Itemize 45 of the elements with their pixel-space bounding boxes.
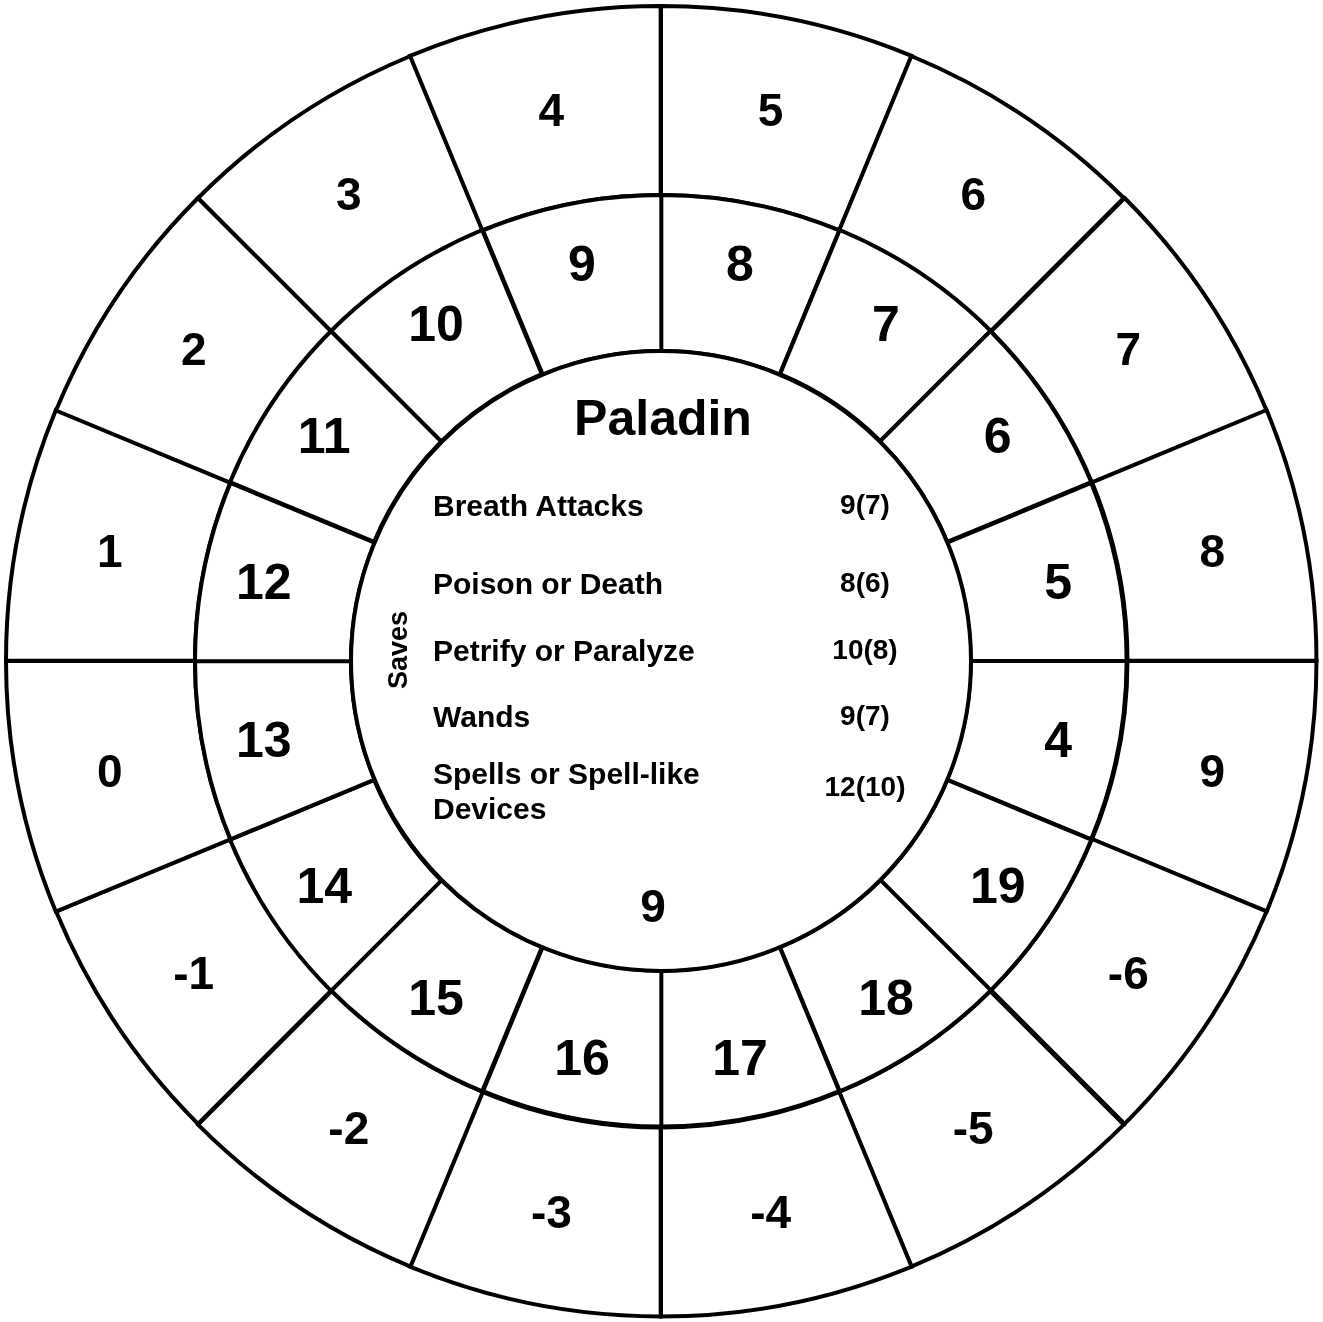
center-number: 9 <box>640 883 666 929</box>
segment-number: 18 <box>858 972 914 1023</box>
segment-number: 15 <box>408 972 464 1023</box>
segment-number: 8 <box>1199 528 1225 575</box>
segment-number: 7 <box>872 299 900 350</box>
segment-number: -4 <box>750 1189 792 1236</box>
segment-number: 14 <box>296 861 353 911</box>
segment-number: 5 <box>757 86 784 133</box>
segment-number: 1 <box>97 528 123 575</box>
segment-number: 4 <box>1044 715 1073 765</box>
segment-number: 16 <box>554 1033 610 1084</box>
segment-number: -3 <box>530 1189 572 1236</box>
save-name: Spells or Spell-like Devices <box>433 757 701 826</box>
segment-number: 19 <box>969 861 1026 911</box>
segment-number: 6 <box>983 411 1012 461</box>
segment-number: 10 <box>408 299 464 350</box>
segment-number: 2 <box>180 325 207 372</box>
segment-number: 11 <box>297 411 351 461</box>
save-name: Wands <box>433 700 532 735</box>
save-value: 8(6) <box>839 567 891 600</box>
segment-number: 5 <box>1044 556 1073 607</box>
save-value: 9(7) <box>839 700 891 733</box>
save-value: 12(10) <box>823 771 907 804</box>
segment-number: 0 <box>97 747 123 794</box>
segment-number: 8 <box>726 238 754 289</box>
segment-number: 7 <box>1115 325 1142 372</box>
segment-number: 17 <box>712 1033 768 1084</box>
segment-number: 9 <box>1199 747 1225 794</box>
segment-number: 12 <box>235 556 292 607</box>
segment-number: -2 <box>328 1105 370 1152</box>
segment-number: -5 <box>952 1105 994 1152</box>
segment-number: 4 <box>538 86 565 133</box>
class-title: Paladin <box>574 393 752 443</box>
save-value: 9(7) <box>839 489 891 522</box>
segment-number: -1 <box>173 950 215 997</box>
vertical-label: Saves <box>384 610 412 690</box>
segment-number: 3 <box>335 170 362 217</box>
segment-number: 9 <box>568 238 596 289</box>
segment-number: 13 <box>235 715 292 765</box>
save-name: Poison or Death <box>433 567 665 602</box>
segment-number: 6 <box>960 170 986 217</box>
segment-number: -6 <box>1107 950 1149 997</box>
save-name: Breath Attacks <box>433 489 645 524</box>
save-name: Petrify or Paralyze <box>433 634 696 669</box>
save-value: 10(8) <box>831 634 899 667</box>
